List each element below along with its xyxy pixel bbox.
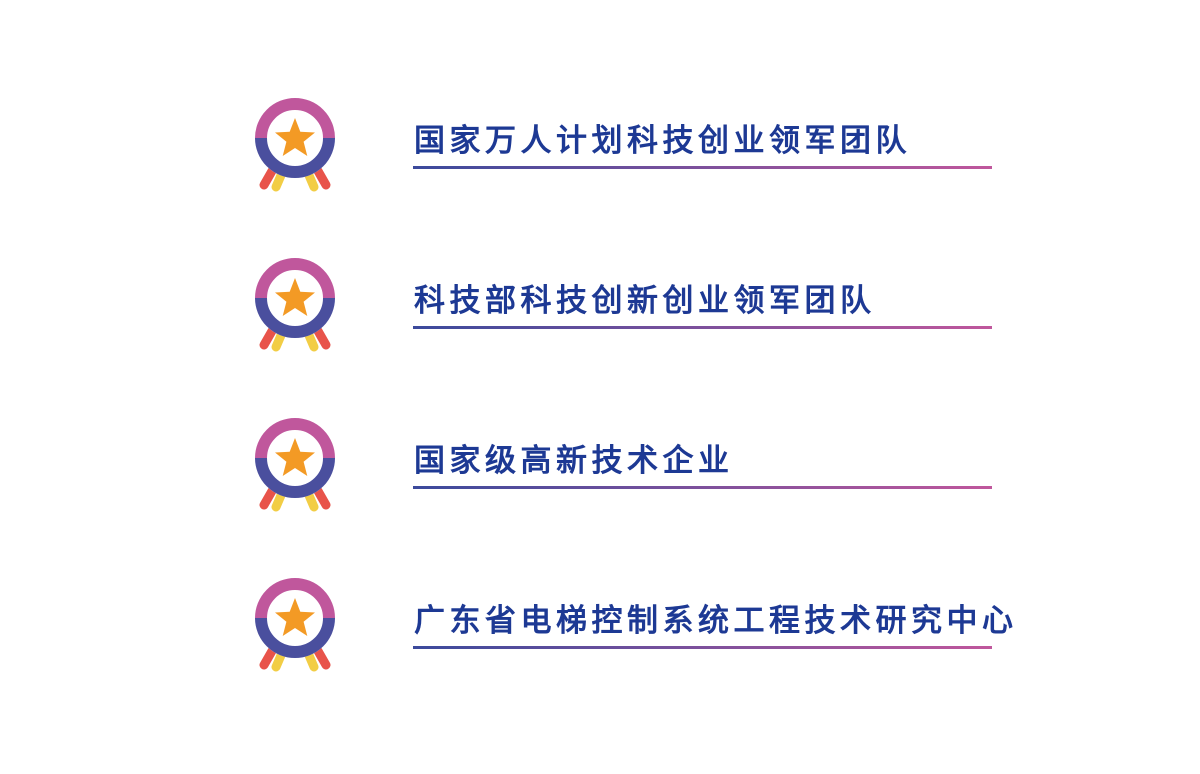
underline-divider xyxy=(413,166,992,169)
honor-title: 国家万人计划科技创业领军团队 xyxy=(414,123,911,159)
honor-item: 国家万人计划科技创业领军团队 xyxy=(250,87,1010,197)
underline-divider xyxy=(413,486,992,489)
honor-title: 国家级高新技术企业 xyxy=(414,443,734,479)
honor-title: 科技部科技创新创业领军团队 xyxy=(414,283,876,319)
honor-item: 科技部科技创新创业领军团队 xyxy=(250,247,1010,357)
honor-title: 广东省电梯控制系统工程技术研究中心 xyxy=(414,603,1018,639)
award-badge-icon xyxy=(255,578,335,672)
underline-divider xyxy=(413,326,992,329)
honor-item: 广东省电梯控制系统工程技术研究中心 xyxy=(250,567,1013,677)
honor-item: 国家级高新技术企业 xyxy=(250,407,1010,517)
award-badge-icon xyxy=(255,98,335,192)
award-badge-icon xyxy=(255,418,335,512)
award-badge-icon xyxy=(255,258,335,352)
underline-divider xyxy=(413,646,992,649)
